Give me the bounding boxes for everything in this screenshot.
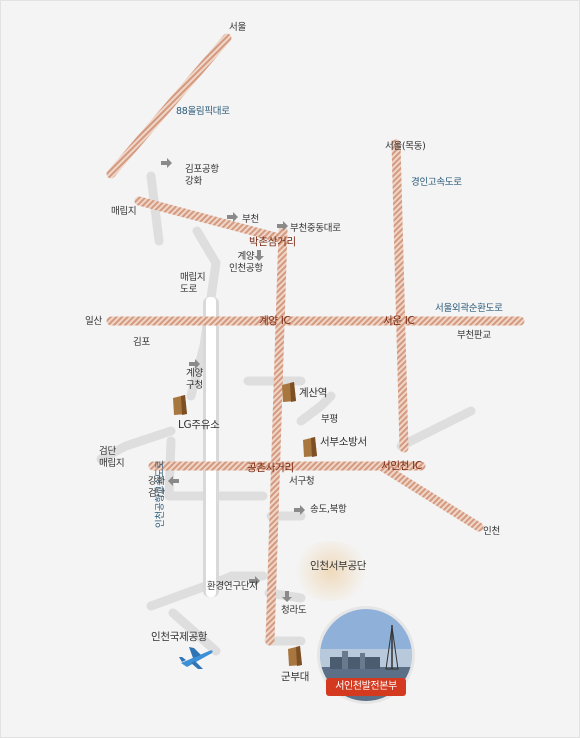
- arrow-icon: [282, 591, 292, 602]
- label-env-research: 환경연구단지: [207, 581, 258, 592]
- arrow-icon: [161, 158, 172, 168]
- label-seoul: 서울: [229, 22, 246, 33]
- direction-arrows: [161, 158, 305, 602]
- label-lg-gas-station: LG주유소: [178, 419, 220, 431]
- label-maebongji-road: 매립지 도로: [180, 272, 206, 295]
- arrow-icon: [254, 250, 264, 261]
- arrow-icon: [168, 476, 179, 486]
- label-gimpo-airport: 김포공항 강화: [185, 164, 219, 187]
- airplane-icon: [179, 647, 213, 669]
- label-bucheon-jungdong: 부천중동대로: [290, 223, 341, 234]
- main-roads: [106, 33, 525, 646]
- label-airport-expressway: 인천공항고속도로: [155, 460, 166, 528]
- building-icon: [303, 437, 317, 457]
- label-maebongji: 매립지: [111, 206, 137, 217]
- label-gimpo: 김포: [133, 337, 150, 348]
- label-cheongna: 청라도: [281, 605, 307, 616]
- label-seobu-fire-station: 서부소방서: [320, 436, 367, 448]
- label-bucheon-tollgate: 부천판교: [457, 330, 491, 341]
- arrow-icon: [277, 221, 288, 231]
- label-incheon: 인천: [483, 526, 500, 537]
- power-plant-label: 서인천발전본부: [326, 678, 406, 696]
- label-incheon-airport: 인천국제공항: [151, 631, 208, 643]
- junction-seoincheon-ic: 서인천 IC: [381, 460, 422, 472]
- industrial-complex-highlight: [291, 541, 371, 601]
- label-songdo: 송도,북항: [310, 504, 347, 515]
- label-bupyeong: 부평: [321, 414, 338, 425]
- building-icon: [282, 382, 296, 402]
- arrow-icon: [189, 359, 200, 369]
- label-geomdan: 검단 매립지: [99, 446, 125, 469]
- label-outer-ring-expressway: 서울외곽순환도로: [435, 303, 503, 314]
- label-olympic-road: 88올림픽대로: [176, 106, 230, 117]
- building-icon: [173, 395, 187, 415]
- arrow-icon: [294, 505, 305, 515]
- label-ilsan: 일산: [85, 316, 102, 327]
- label-gyeongin-expressway: 경인고속도로: [411, 177, 462, 188]
- junction-bakchon: 박촌삼거리: [249, 236, 296, 248]
- label-gyeyang-incheon: 계양 인천공항: [229, 251, 263, 274]
- label-industrial-complex: 인천서부공단: [310, 560, 367, 572]
- label-gyeyang-gu-office: 계양 구청: [186, 368, 203, 391]
- label-gunbudae: 군부대: [281, 671, 310, 683]
- label-seoul-mokdong: 서울(목동): [385, 141, 426, 152]
- junction-gyeyang-ic: 계양 IC: [259, 315, 291, 327]
- junction-seoun-ic: 서운 IC: [383, 315, 415, 327]
- label-gyesan-station: 계산역: [299, 387, 328, 399]
- arrow-icon: [227, 212, 238, 222]
- arrow-icon: [249, 576, 260, 586]
- label-bucheon: 부천: [242, 214, 259, 225]
- label-seogu-office: 서구청: [289, 476, 315, 487]
- airport-expressway: [203, 297, 219, 597]
- junction-gongchon: 공촌사거리: [247, 462, 294, 474]
- building-icon: [288, 646, 302, 666]
- label-ganghwa-geomdan: 강화 검단: [148, 476, 165, 499]
